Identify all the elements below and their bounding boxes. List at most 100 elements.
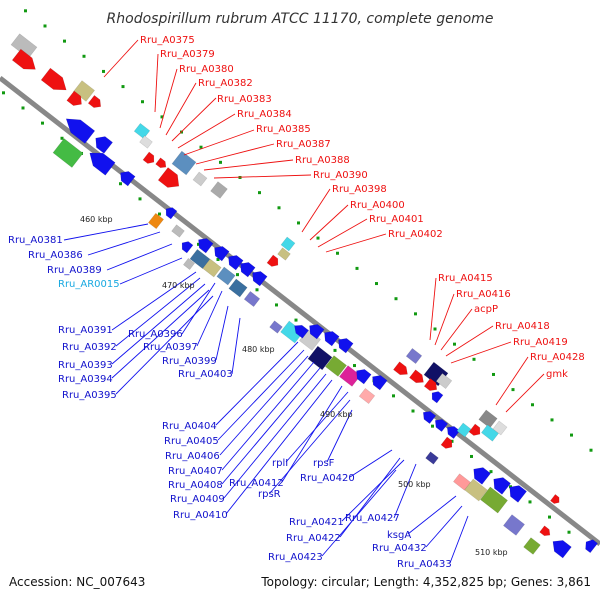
- gene-label-rru-ar0015[interactable]: Rru_AR0015: [58, 279, 120, 290]
- track-dot-inner-2: [41, 121, 44, 125]
- leader-line-11: [309, 204, 349, 241]
- leader-line-25: [111, 271, 197, 331]
- gene-label-rpsr[interactable]: rpsR: [258, 489, 281, 500]
- track-dot-inner-1: [21, 106, 25, 110]
- track-dot-outer-0: [24, 9, 27, 13]
- gene-label-rru-a0387[interactable]: Rru_A0387: [276, 139, 331, 150]
- gene-label-rru-a0391[interactable]: Rru_A0391: [58, 325, 113, 336]
- gene-label-rru-a0419[interactable]: Rru_A0419: [513, 337, 568, 348]
- gene-feature-33: [183, 258, 195, 270]
- scale-label-480: 480 kbp: [242, 345, 275, 354]
- track-dot-inner-10: [197, 242, 200, 246]
- leader-line-47: [393, 463, 417, 519]
- gene-label-rru-a0379[interactable]: Rru_A0379: [160, 49, 215, 60]
- gene-label-rru-a0416[interactable]: Rru_A0416: [456, 289, 511, 300]
- track-dot-outer-13: [277, 206, 281, 210]
- gene-label-rru-a0420[interactable]: Rru_A0420: [300, 473, 355, 484]
- map-title: Rhodospirillum rubrum ATCC 11170, comple…: [107, 11, 494, 27]
- gene-feature-37: [269, 320, 283, 334]
- gene-label-rru-a0427[interactable]: Rru_A0427: [345, 513, 400, 524]
- gene-feature-32: [243, 291, 261, 307]
- gene-label-rru-a0410[interactable]: Rru_A0410: [173, 510, 228, 521]
- gene-label-rru-a0401[interactable]: Rru_A0401: [369, 214, 424, 225]
- gene-label-rru-a0433[interactable]: Rru_A0433: [397, 559, 452, 570]
- gene-label-rru-a0404[interactable]: Rru_A0404: [162, 421, 217, 432]
- gene-feature-30: [216, 266, 236, 286]
- gene-label-rru-a0386[interactable]: Rru_A0386: [28, 250, 83, 261]
- gene-label-rru-a0412[interactable]: Rru_A0412: [229, 478, 284, 489]
- gene-label-rru-a0397[interactable]: Rru_A0397: [143, 342, 198, 353]
- scale-label-500: 500 kbp: [398, 480, 431, 489]
- gene-feature-71: [473, 467, 491, 485]
- gene-feature-8: [52, 138, 84, 168]
- gene-feature-11: [133, 123, 151, 139]
- gene-feature-34: [280, 236, 296, 252]
- gene-label-rru-a0402[interactable]: Rru_A0402: [388, 229, 443, 240]
- gene-label-rru-a0432[interactable]: Rru_A0432: [372, 543, 427, 554]
- gene-label-rru-a0403[interactable]: Rru_A0403: [178, 369, 233, 380]
- gene-feature-54: [409, 369, 424, 384]
- gene-label-rru-a0399[interactable]: Rru_A0399: [162, 356, 217, 367]
- gene-feature-13: [142, 151, 155, 164]
- gene-label-gmk[interactable]: gmk: [546, 369, 568, 380]
- leader-line-35: [217, 349, 305, 441]
- gene-label-rru-a0382[interactable]: Rru_A0382: [198, 78, 253, 89]
- gene-feature-75: [552, 540, 572, 559]
- track-dot-inner-0: [2, 91, 5, 95]
- gene-label-rru-a0383[interactable]: Rru_A0383: [217, 94, 272, 105]
- gene-label-rru-a0415[interactable]: Rru_A0415: [438, 273, 493, 284]
- leader-line-49: [407, 495, 457, 535]
- gene-label-ksga[interactable]: ksgA: [387, 530, 411, 541]
- gene-label-rru-a0375[interactable]: Rru_A0375: [140, 35, 195, 46]
- gene-label-rru-a0400[interactable]: Rru_A0400: [350, 200, 405, 211]
- gene-feature-63: [492, 420, 508, 436]
- gene-label-rru-a0408[interactable]: Rru_A0408: [168, 480, 223, 491]
- gene-label-rru-a0395[interactable]: Rru_A0395: [62, 390, 117, 401]
- gene-label-rru-a0390[interactable]: Rru_A0390: [313, 170, 368, 181]
- gene-feature-12: [139, 135, 153, 149]
- leader-line-26: [181, 282, 216, 335]
- gene-label-rru-a0385[interactable]: Rru_A0385: [256, 124, 311, 135]
- gene-label-rru-a0392[interactable]: Rru_A0392: [62, 342, 117, 353]
- track-dot-inner-14: [275, 303, 278, 307]
- gene-label-rpsf[interactable]: rpsF: [313, 458, 335, 469]
- gene-feature-42: [324, 331, 340, 347]
- gene-label-rru-a0421[interactable]: Rru_A0421: [289, 517, 344, 528]
- gene-label-rru-a0381[interactable]: Rru_A0381: [8, 235, 63, 246]
- gene-label-rru-a0422[interactable]: Rru_A0422: [286, 533, 341, 544]
- gene-feature-16: [157, 167, 180, 188]
- gene-label-rru-a0388[interactable]: Rru_A0388: [295, 155, 350, 166]
- leader-line-23: [106, 243, 173, 271]
- scale-label-460: 460 kbp: [80, 215, 113, 224]
- gene-feature-21: [171, 224, 185, 238]
- gene-feature-77: [550, 494, 560, 504]
- gene-feature-50: [405, 348, 423, 364]
- accession-text: Accession: NC_007643: [9, 575, 145, 589]
- gene-label-rru-a0393[interactable]: Rru_A0393: [58, 360, 113, 371]
- gene-label-rru-a0407[interactable]: Rru_A0407: [168, 466, 223, 477]
- gene-label-rpli[interactable]: rplI: [272, 458, 288, 469]
- topology-text: Topology: circular; Length: 4,352,825 bp…: [260, 575, 591, 589]
- gene-feature-46: [339, 365, 361, 387]
- gene-label-rru-a0406[interactable]: Rru_A0406: [165, 451, 220, 462]
- gene-label-rru-a0418[interactable]: Rru_A0418: [495, 321, 550, 332]
- label-leaders: [63, 39, 545, 564]
- leader-line-6: [183, 129, 255, 156]
- track-dot-outer-21: [433, 327, 437, 331]
- gene-label-rru-a0384[interactable]: Rru_A0384: [237, 109, 292, 120]
- gene-label-rru-a0423[interactable]: Rru_A0423: [268, 552, 323, 563]
- gene-label-acpp[interactable]: acpP: [474, 304, 498, 315]
- gene-feature-56: [431, 391, 444, 404]
- gene-label-rru-a0428[interactable]: Rru_A0428: [530, 352, 585, 363]
- gene-label-rru-a0396[interactable]: Rru_A0396: [128, 329, 183, 340]
- gene-label-rru-a0405[interactable]: Rru_A0405: [164, 436, 219, 447]
- gene-label-rru-a0409[interactable]: Rru_A0409: [170, 494, 225, 505]
- gene-label-rru-a0380[interactable]: Rru_A0380: [179, 64, 234, 75]
- gene-label-rru-a0394[interactable]: Rru_A0394: [58, 374, 113, 385]
- track-dot-outer-16: [336, 251, 339, 255]
- gene-label-rru-a0389[interactable]: Rru_A0389: [47, 265, 102, 276]
- gene-label-rru-a0398[interactable]: Rru_A0398: [332, 184, 387, 195]
- leader-line-40: [225, 379, 333, 515]
- leader-line-30: [111, 289, 210, 379]
- track-dot-outer-10: [219, 160, 222, 164]
